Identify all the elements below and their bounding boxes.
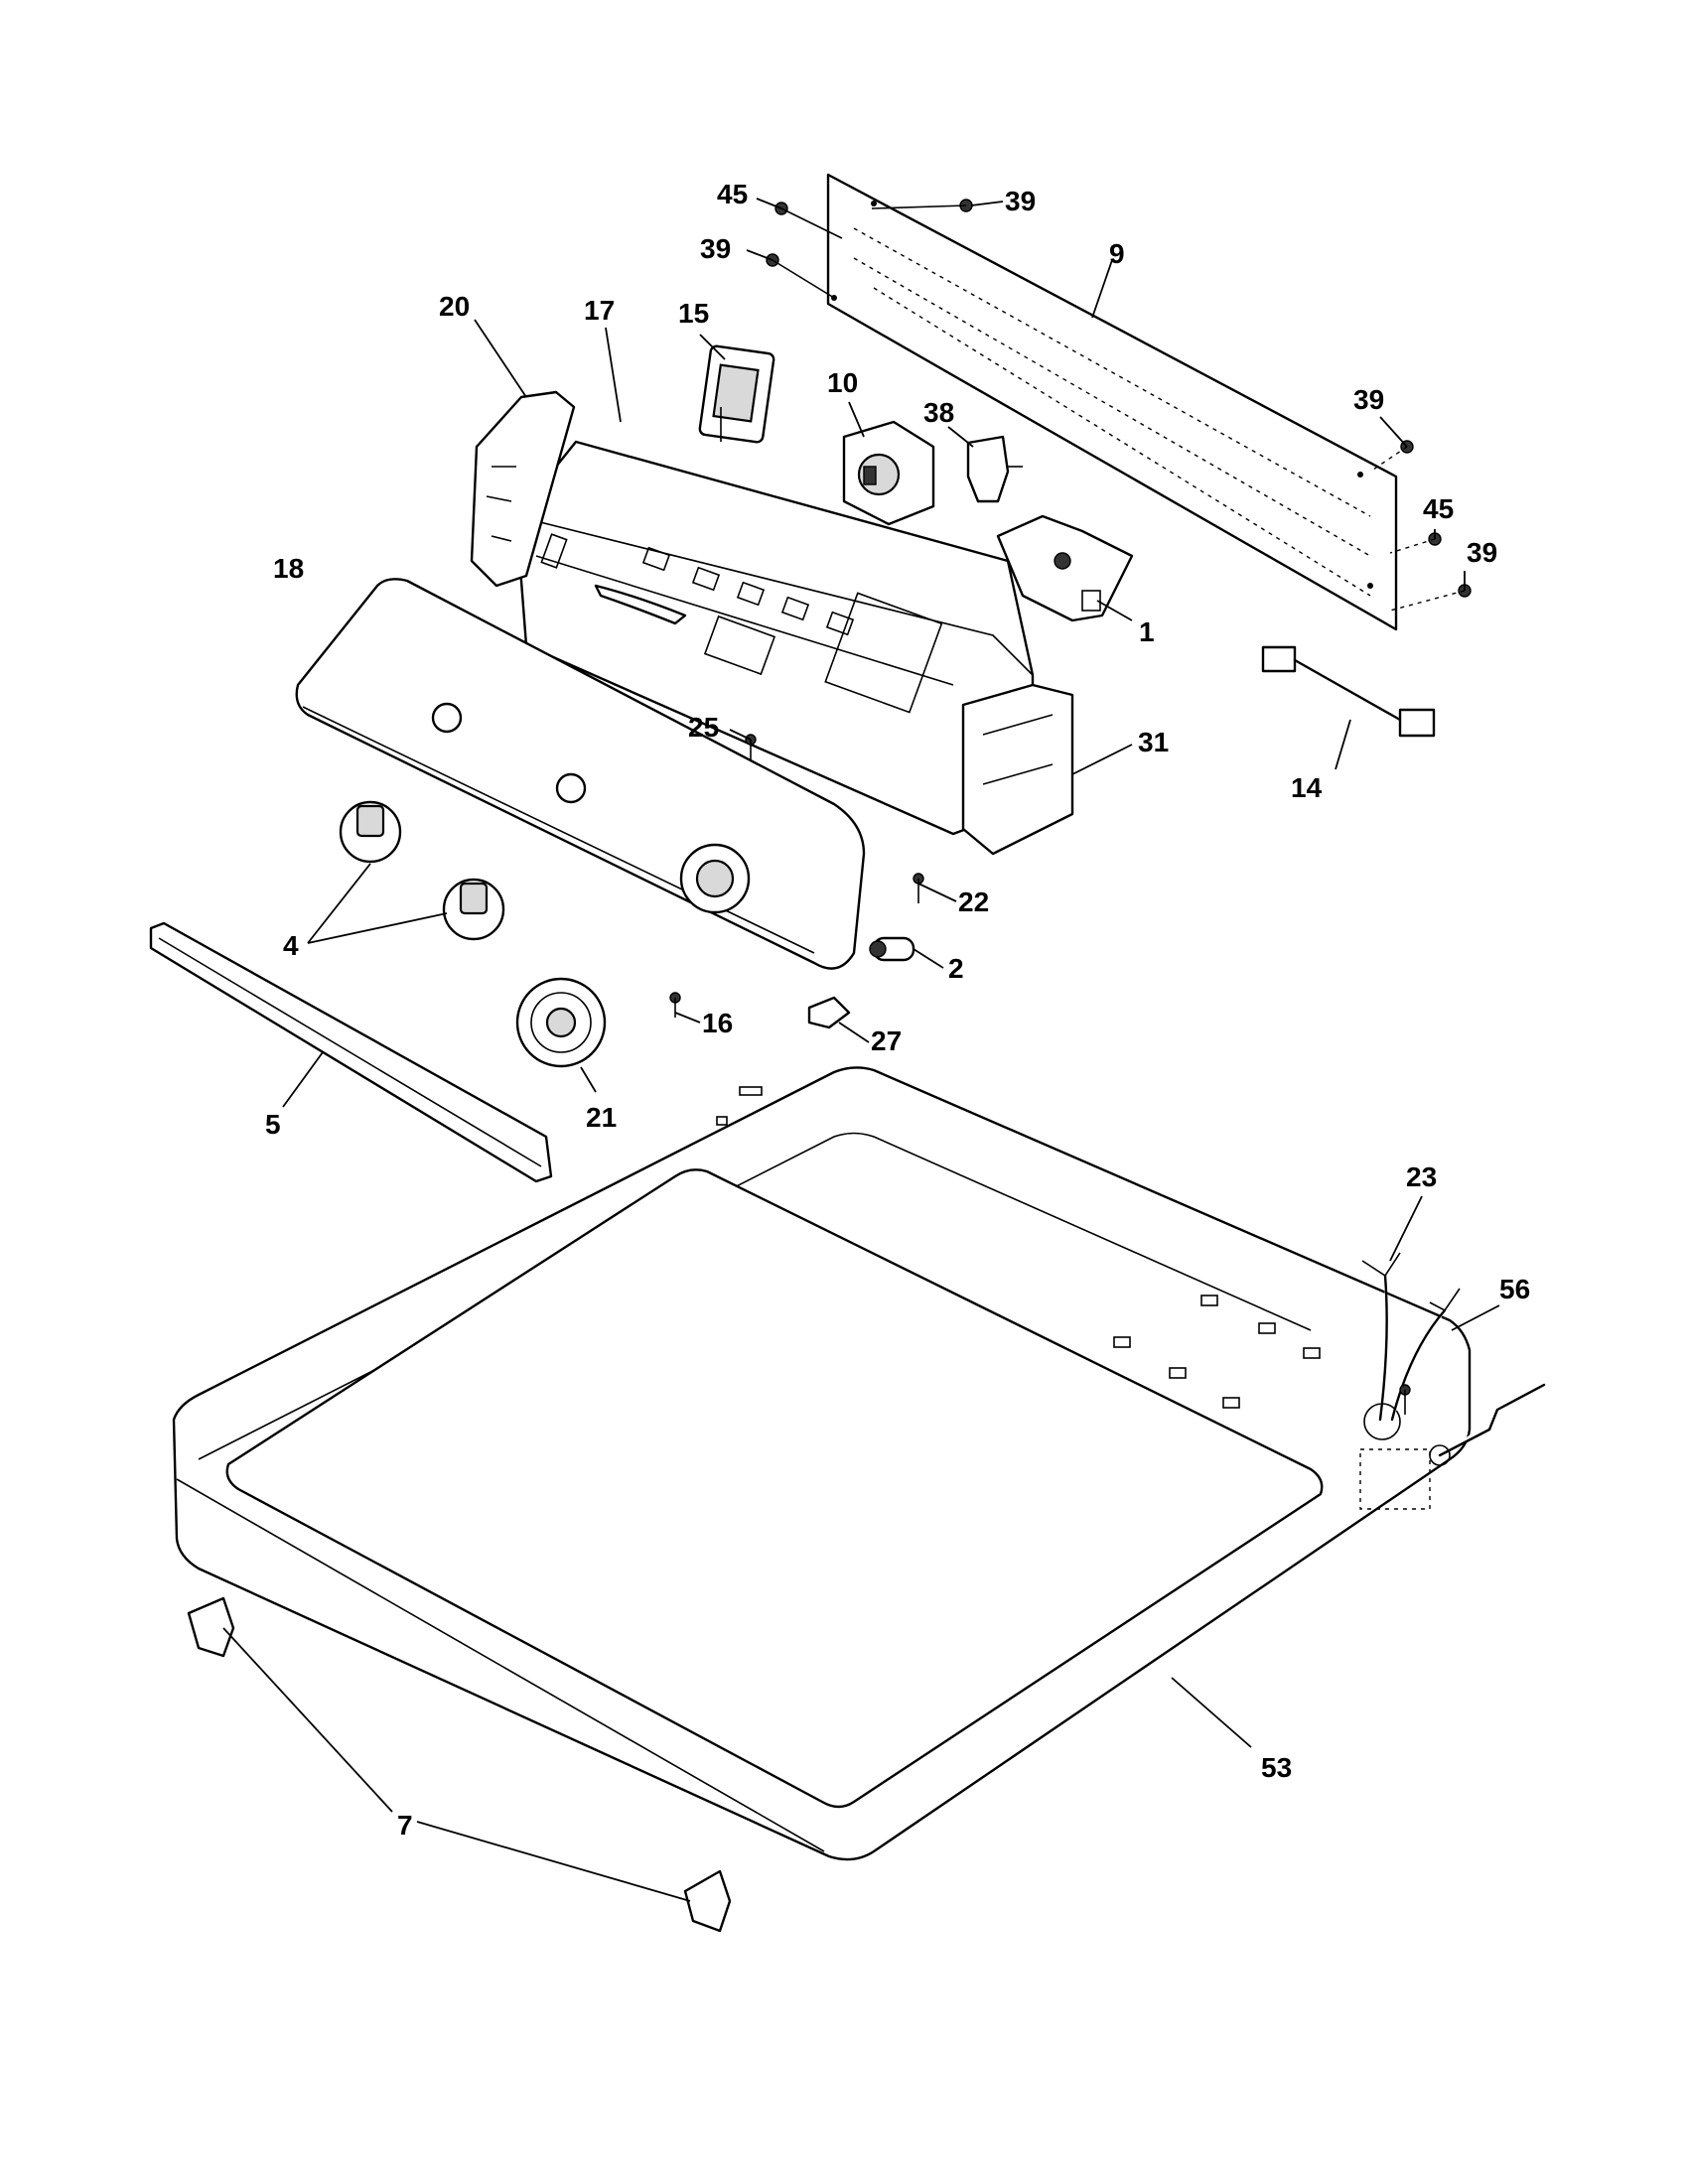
callout-39: 39	[1467, 537, 1497, 568]
callout-17: 17	[584, 295, 615, 326]
callout-22: 22	[958, 887, 989, 917]
callout-20: 20	[439, 291, 470, 322]
callout-15: 15	[678, 298, 709, 329]
top-panel-slots	[716, 1086, 1321, 1409]
callout-38: 38	[923, 397, 954, 428]
screw-45-right	[1389, 532, 1442, 554]
callout-18: 18	[273, 553, 304, 584]
callout-7: 7	[397, 1810, 413, 1841]
knob-b	[442, 878, 505, 941]
screw-45-top	[774, 202, 843, 239]
callout-56: 56	[1499, 1274, 1530, 1304]
callout-53: 53	[1261, 1752, 1292, 1783]
part-16-screw	[669, 992, 681, 1018]
callout-4: 4	[283, 930, 299, 961]
callout-45: 45	[1423, 493, 1454, 524]
part-7-clips	[187, 1596, 732, 1933]
part-56-ground-screw	[1399, 1383, 1546, 1457]
part-23-wiring	[1361, 1252, 1461, 1422]
part-5-trim-strip	[149, 921, 553, 1183]
part-27-clip	[807, 996, 851, 1029]
switch-slots	[641, 546, 855, 636]
callout-39: 39	[700, 233, 731, 264]
small-parts	[669, 734, 924, 1029]
callout-10: 10	[827, 367, 858, 398]
part-18-control-panel	[295, 578, 866, 970]
part-15-switch	[698, 344, 775, 444]
part-53-top-panel	[172, 1066, 1472, 1861]
callout-45: 45	[717, 179, 748, 209]
part-2-bushing	[869, 936, 915, 962]
callout-9: 9	[1109, 238, 1125, 269]
callout-39: 39	[1353, 384, 1384, 415]
callout-39: 39	[1005, 186, 1036, 216]
callout-27: 27	[871, 1025, 902, 1056]
knob-a	[339, 800, 402, 864]
part-1-bracket	[996, 514, 1134, 622]
part-22-screw	[913, 873, 924, 903]
callout-labels: 45 39 39 9 20 17 15 10 38 39 45 39 18 1 …	[265, 179, 1530, 1841]
callout-25: 25	[688, 712, 719, 743]
part-10-timer	[842, 420, 935, 526]
part-4-knobs	[339, 800, 505, 941]
callout-2: 2	[948, 953, 964, 984]
callout-14: 14	[1291, 772, 1323, 803]
callout-5: 5	[265, 1109, 281, 1140]
part-14-harness	[1261, 645, 1436, 738]
callout-23: 23	[1406, 1161, 1437, 1192]
part-9-rear-panel	[826, 173, 1398, 631]
part-31-right-endcap	[961, 683, 1074, 856]
part-21-selector-knob	[515, 977, 607, 1068]
screw-39-right-lower	[1389, 584, 1472, 612]
leader-lines	[222, 198, 1500, 1902]
callout-31: 31	[1138, 727, 1169, 757]
part-38-relay	[966, 435, 1023, 503]
callout-16: 16	[702, 1008, 733, 1038]
part-20-left-endcap	[470, 390, 576, 588]
callout-1: 1	[1139, 616, 1155, 647]
screw-39-top-left	[766, 253, 835, 299]
callout-21: 21	[586, 1102, 617, 1133]
